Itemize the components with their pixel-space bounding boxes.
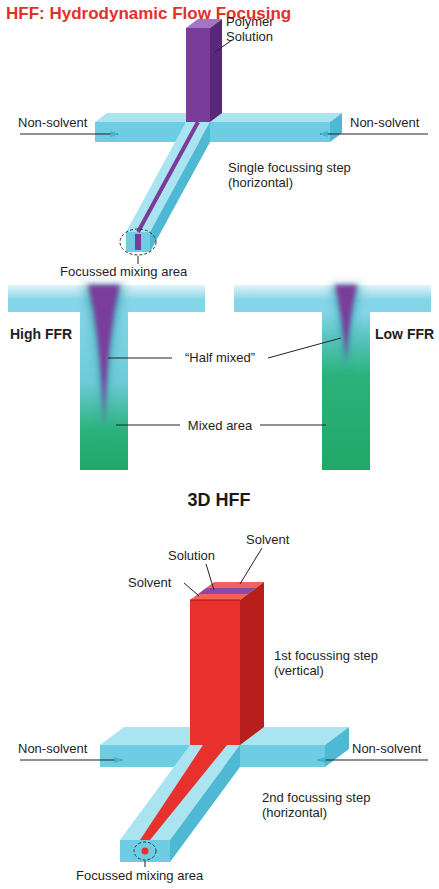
- zone-label: “Half mixed”: [182, 350, 258, 365]
- zone-label: Mixed area: [185, 418, 255, 433]
- inlet-label: Polymer Solution: [226, 14, 296, 44]
- step-label: 2nd focussing step (horizontal): [262, 790, 412, 820]
- t-channel-high: [8, 285, 205, 470]
- area-label: Focussed mixing area: [76, 868, 203, 883]
- ffr-label: Low FFR: [375, 326, 434, 342]
- section-heading: 3D HFF: [188, 490, 251, 510]
- leader-line: [108, 338, 341, 425]
- leader-line: [145, 548, 262, 867]
- inlet-label: Solvent: [128, 575, 171, 590]
- area-label: Focussed mixing area: [60, 264, 187, 279]
- flow-arrow: [20, 133, 428, 134]
- leader-line: [138, 40, 232, 264]
- step-label: Single focussing step (horizontal): [228, 160, 368, 190]
- inlet-label: Non-solvent: [350, 115, 419, 130]
- step-label: 1st focussing step (vertical): [274, 648, 414, 678]
- inlet-label: Non-solvent: [352, 741, 421, 756]
- ffr-label: High FFR: [10, 326, 72, 342]
- inlet-label: Non-solvent: [18, 741, 87, 756]
- flow-arrow: [20, 759, 428, 760]
- 3d-hff-channel: [100, 582, 349, 862]
- inlet-label: Solution: [168, 548, 215, 563]
- inlet-label: Non-solvent: [18, 115, 87, 130]
- hff-channel: [95, 19, 342, 255]
- inlet-label: Solvent: [246, 532, 289, 547]
- t-channel-low: [234, 285, 431, 470]
